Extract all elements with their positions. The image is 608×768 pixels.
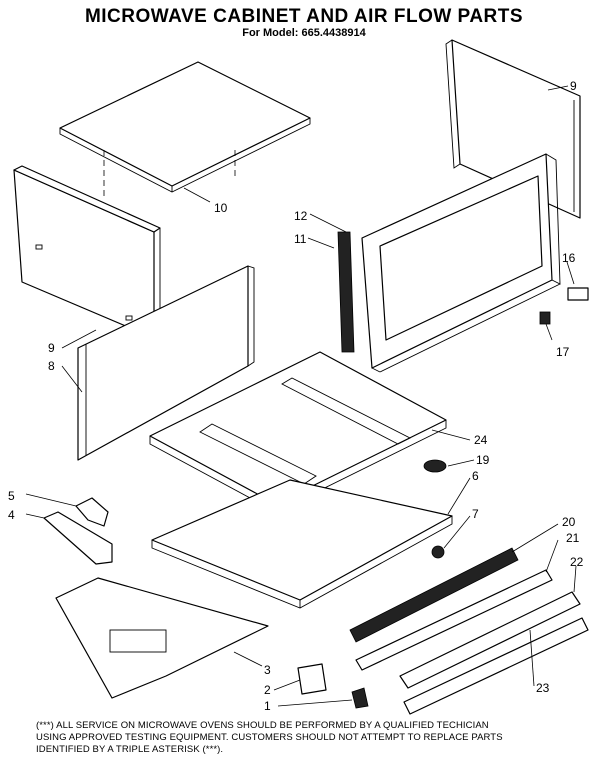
- part-8-inner-side-panel[interactable]: [77, 265, 255, 461]
- callout-numbers: 9 10 12 11 16 17 9 8 24 19 6 7 5 4 20 21…: [8, 79, 584, 713]
- footnote-line: USING APPROVED TESTING EQUIPMENT. CUSTOM…: [36, 732, 503, 743]
- callout-22: 22: [570, 555, 584, 569]
- callout-9-left: 9: [48, 341, 55, 355]
- part-16-clip[interactable]: [567, 287, 589, 301]
- part-9-left-side-panel[interactable]: [13, 165, 161, 339]
- callout-7: 7: [472, 507, 479, 521]
- page-title: MICROWAVE CABINET AND AIR FLOW PARTS: [84, 6, 524, 27]
- leader-lines: [25, 85, 577, 707]
- callout-24: 24: [474, 433, 488, 447]
- part-9-right-side-panel[interactable]: [445, 39, 581, 219]
- part-19-grommet[interactable]: [423, 459, 447, 473]
- callout-4: 4: [8, 508, 15, 522]
- footnote-line: IDENTIFIED BY A TRIPLE ASTERISK (***).: [36, 744, 224, 755]
- part-12-front-frame[interactable]: [361, 153, 561, 373]
- part-2-switch[interactable]: [297, 663, 327, 695]
- part-17-knob[interactable]: [539, 311, 551, 325]
- callout-21: 21: [566, 531, 580, 545]
- part-4-air-duct[interactable]: [43, 511, 113, 565]
- model-number: For Model: 665.4438914: [242, 27, 366, 39]
- callout-19: 19: [476, 453, 490, 467]
- part-6-base-plate[interactable]: [151, 479, 453, 609]
- callout-10: 10: [214, 201, 228, 215]
- callout-23: 23: [536, 681, 550, 695]
- part-24-air-guide-plate[interactable]: [149, 351, 447, 513]
- part-20-mesh-screen[interactable]: [349, 547, 519, 643]
- callout-9-right: 9: [570, 79, 577, 93]
- callout-5: 5: [8, 489, 15, 503]
- part-1-latch[interactable]: [351, 687, 369, 709]
- service-footnote: (***) ALL SERVICE ON MICROWAVE OVENS SHO…: [36, 720, 596, 756]
- footnote-line: (***) ALL SERVICE ON MICROWAVE OVENS SHO…: [36, 720, 489, 731]
- callout-20: 20: [562, 515, 576, 529]
- callout-11: 11: [294, 232, 307, 246]
- part-3-lower-tray[interactable]: [55, 577, 269, 699]
- part-23-lower-rail[interactable]: [403, 617, 589, 715]
- callout-12: 12: [294, 209, 308, 223]
- part-5-duct-bracket[interactable]: [75, 497, 109, 527]
- part-22-rail[interactable]: [399, 591, 581, 689]
- part-11-gasket-strip[interactable]: [337, 231, 355, 353]
- part-21-trim-strip[interactable]: [355, 569, 553, 671]
- callout-17: 17: [556, 345, 570, 359]
- callout-16: 16: [562, 251, 576, 265]
- callout-8: 8: [48, 359, 55, 373]
- callout-6: 6: [472, 469, 479, 483]
- callout-1: 1: [264, 699, 271, 713]
- callout-2: 2: [264, 683, 271, 697]
- callout-3: 3: [264, 663, 271, 677]
- part-7-grommet[interactable]: [431, 545, 445, 559]
- part-10-top-cover[interactable]: [59, 61, 311, 193]
